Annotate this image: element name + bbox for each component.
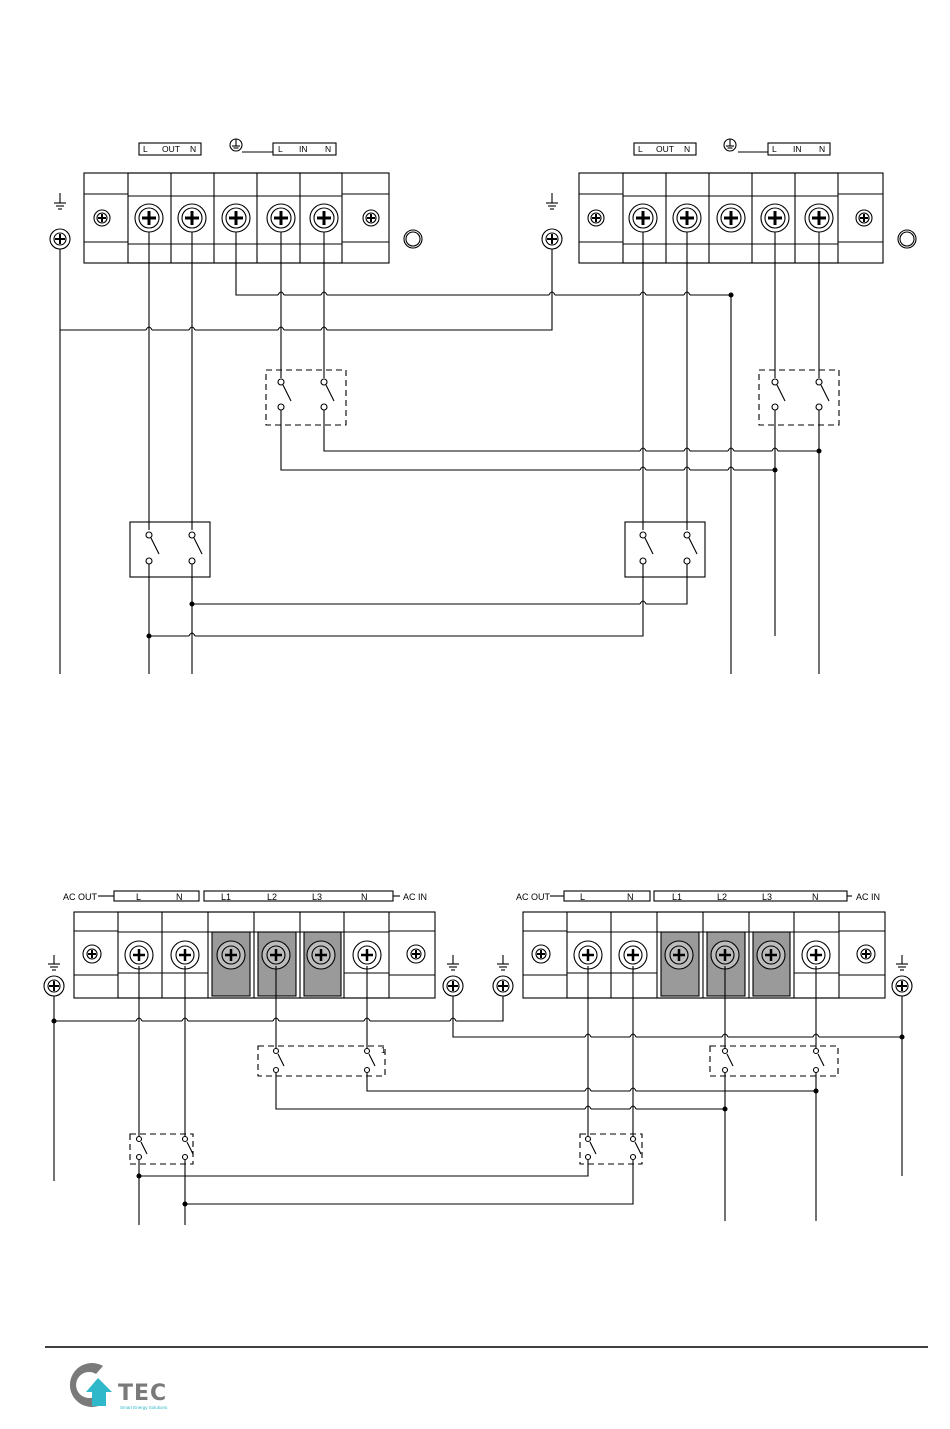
terminal-screw-icon	[171, 941, 199, 969]
top-left-in-l: L	[278, 144, 283, 154]
mounting-screw-icon	[83, 945, 101, 963]
top-right-unit	[542, 139, 916, 263]
ground-symbol-icon	[724, 139, 736, 151]
bottom-right-t-n: N	[627, 892, 634, 902]
top-right-out-mid: OUT	[656, 144, 674, 154]
mounting-screw-icon	[407, 945, 425, 963]
bottom-right-ac-out: AC OUT	[516, 892, 551, 902]
top-left-out-n: N	[190, 144, 196, 154]
bottom-left-unit	[44, 912, 463, 998]
terminal-screw-icon	[125, 941, 153, 969]
terminal-screw-icon	[267, 204, 295, 232]
bottom-right-t-n2: N	[812, 892, 819, 902]
bottom-right-t-l: L	[580, 892, 585, 902]
terminal-screw-icon	[262, 941, 290, 969]
ground-symbol-icon	[230, 139, 242, 151]
chassis-ground-icon	[443, 955, 463, 996]
top-diagram	[50, 139, 916, 674]
bottom-left-t-l2: L2	[267, 892, 277, 902]
brand-logo-icon	[70, 1363, 112, 1407]
mounting-screw-icon	[856, 210, 872, 226]
top-left-in-mid: IN	[299, 144, 308, 154]
top-left-out-mid: OUT	[162, 144, 180, 154]
top-right-in-l: L	[772, 144, 777, 154]
top-left-in-n: N	[325, 144, 331, 154]
terminal-screw-icon	[619, 941, 647, 969]
chassis-ground-icon	[493, 955, 513, 996]
bottom-left-ac-out: AC OUT	[63, 892, 98, 902]
bottom-left-ac-in: AC IN	[403, 892, 427, 902]
terminal-screw-icon	[761, 204, 789, 232]
terminal-screw-icon	[665, 941, 693, 969]
top-right-in-mid: IN	[793, 144, 802, 154]
top-right-in-n: N	[819, 144, 825, 154]
bottom-right-ac-in: AC IN	[856, 892, 880, 902]
bottom-right-unit	[493, 912, 912, 998]
terminal-screw-icon	[629, 204, 657, 232]
brand-tagline: Smart Energy Solutions	[120, 1405, 168, 1410]
terminal-screw-icon	[757, 941, 785, 969]
bottom-left-t-l: L	[136, 892, 141, 902]
terminal-screw-icon	[717, 204, 745, 232]
bottom-left-t-n2: N	[361, 892, 368, 902]
terminal-screw-icon	[673, 204, 701, 232]
top-wiring	[60, 232, 839, 674]
bottom-wiring	[52, 966, 904, 1225]
bottom-right-t-l2: L2	[717, 892, 727, 902]
footer: TEC Smart Energy Solutions	[45, 1347, 928, 1410]
terminal-screw-icon	[805, 204, 833, 232]
terminal-screw-icon	[711, 941, 739, 969]
bottom-right-t-l1: L1	[672, 892, 682, 902]
chassis-ground-icon	[50, 193, 70, 249]
terminal-screw-icon	[178, 204, 206, 232]
terminal-screw-icon	[802, 941, 830, 969]
bottom-left-t-n: N	[176, 892, 183, 902]
chassis-ground-icon	[44, 955, 64, 996]
brand-name: TEC	[118, 1381, 167, 1406]
bottom-diagram	[44, 891, 912, 1225]
mounting-screw-icon	[363, 210, 379, 226]
terminal-screw-icon	[310, 204, 338, 232]
top-right-out-n: N	[684, 144, 690, 154]
mounting-screw-icon	[94, 210, 110, 226]
top-right-out-l: L	[638, 144, 643, 154]
mounting-screw-icon	[532, 945, 550, 963]
chassis-ground-icon	[892, 955, 912, 996]
mounting-hole	[404, 230, 422, 248]
mounting-screw-icon	[588, 210, 604, 226]
mounting-screw-icon	[857, 945, 875, 963]
top-left-out-l: L	[143, 144, 148, 154]
bottom-left-t-l3: L3	[312, 892, 322, 902]
terminal-screw-icon	[135, 204, 163, 232]
mounting-hole	[898, 230, 916, 248]
bottom-left-labelbar	[98, 891, 400, 901]
switch-marker: 1	[381, 1046, 386, 1055]
terminal-screw-icon	[222, 204, 250, 232]
bottom-right-labelbar	[550, 891, 852, 901]
terminal-screw-icon	[353, 941, 381, 969]
chassis-ground-icon	[542, 193, 562, 249]
bottom-left-t-l1: L1	[221, 892, 231, 902]
terminal-screw-icon	[574, 941, 602, 969]
terminal-screw-icon	[307, 941, 335, 969]
bottom-right-t-l3: L3	[762, 892, 772, 902]
terminal-screw-icon	[217, 941, 245, 969]
